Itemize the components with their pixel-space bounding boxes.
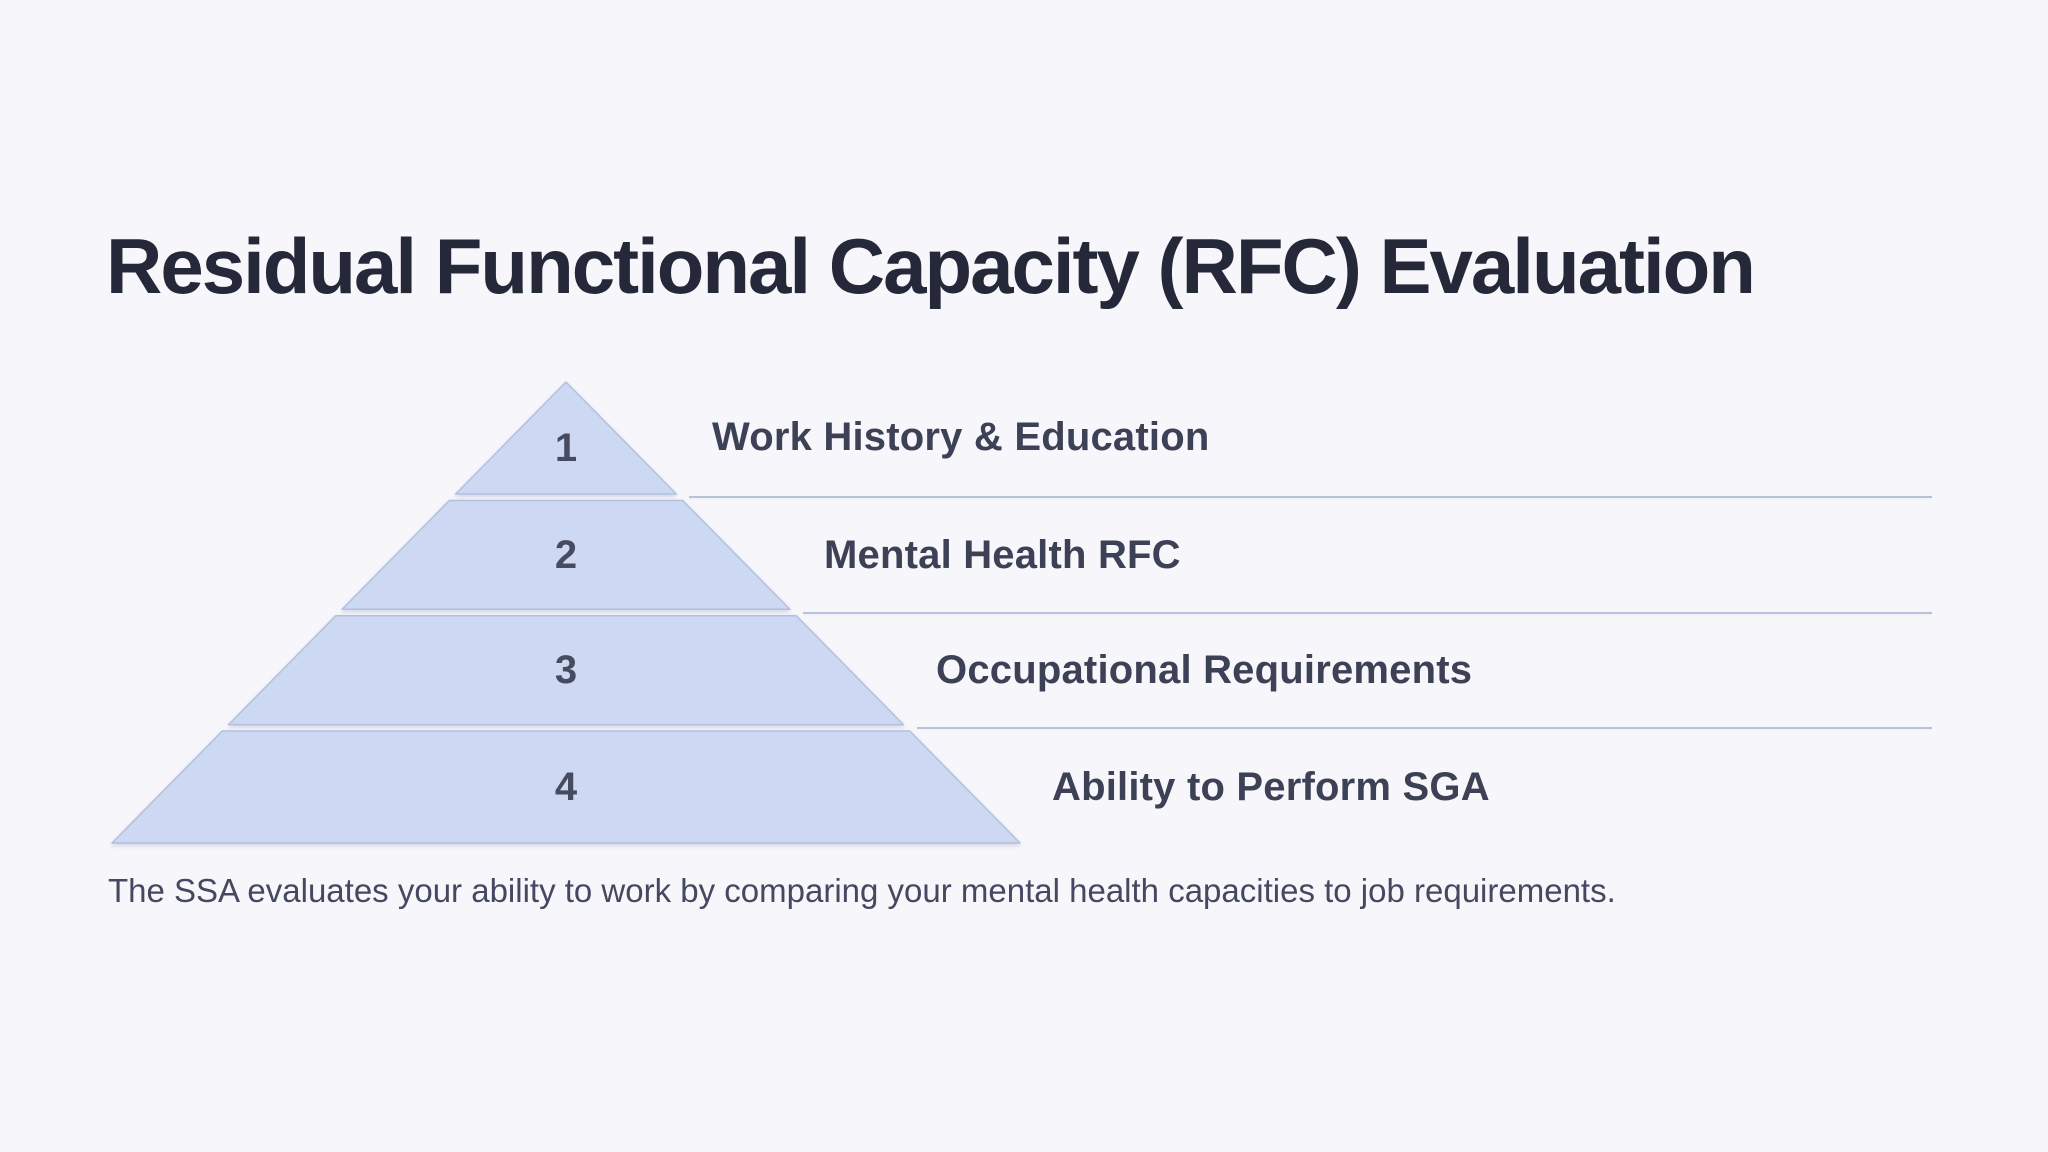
pyramid-tier-2-shape [341,499,791,611]
footer-caption: The SSA evaluates your ability to work b… [108,872,1616,909]
pyramid-shapes [111,381,1021,844]
pyramid-tier-3-shape [227,614,905,726]
page-title: Residual Functional Capacity (RFC) Evalu… [106,222,1756,310]
pyramid-tier-3-number: 3 [554,648,578,692]
pyramid-tier-1-label: Work History & Education [712,415,1210,459]
pyramid-tier-2-label: Mental Health RFC [824,533,1181,577]
pyramid-tier-1-shape [454,381,678,495]
pyramid-tier-4-label: Ability to Perform SGA [1052,765,1490,809]
pyramid-tier-3-label: Occupational Requirements [936,648,1473,692]
pyramid-tier-4-shape [111,730,1021,844]
pyramid-tier-1-number: 1 [554,426,578,470]
pyramid-tier-2-number: 2 [554,533,578,577]
pyramid-tier-4-number: 4 [554,765,578,809]
row-dividers [689,496,1932,731]
